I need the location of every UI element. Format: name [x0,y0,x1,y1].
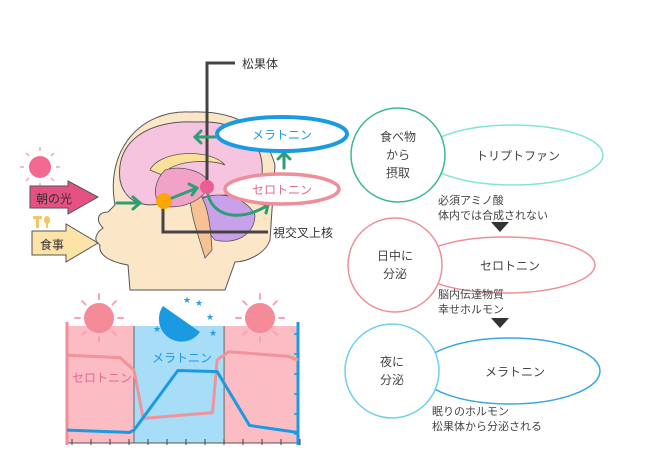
band-night [133,326,225,443]
circle-label: 日中に [377,248,413,263]
source-circle [344,323,440,419]
sun-disc [245,303,275,333]
fork-spoon-icon [33,216,50,228]
series-line-serotonin [66,350,299,420]
band-day [67,326,134,443]
sun-ray [111,330,117,336]
serotonin-series-label: セロトニン [72,371,132,385]
sun-ray [272,330,278,336]
circle-label: から [386,148,410,162]
hormone-note: 脳内伝達物質 [438,287,504,301]
hormone-name: セロトニン [480,259,540,273]
hormone-name: メラトニン [485,365,545,379]
moon-icon: ★★★★★ [153,296,217,342]
circle-label: 食べ物 [380,129,416,144]
sun-icon [235,293,285,343]
star-icon: ★ [206,313,214,323]
pineal-leader-line [205,61,235,185]
melatonin-ellipse [215,115,349,153]
circle-label: 夜に [380,354,404,369]
star-icon: ★ [209,329,217,339]
melatonin-series-label: メラトニン [152,351,212,365]
serotonin-label: セロトニン [252,183,312,197]
hormone-note: 松果体から分泌される [432,419,542,433]
meal-label: 食事 [40,237,64,252]
circle-label: 分泌 [380,373,404,387]
hormone-note: 幸せホルモン [438,303,504,316]
down-arrow-icon [491,318,509,328]
circle-label: 分泌 [383,267,407,281]
scn-label: 視交叉上核 [273,225,333,240]
serotonin-ellipse [223,172,341,206]
sun-icon [20,147,60,187]
band-day [224,326,298,443]
star-icon: ★ [195,299,203,309]
hormone-name: トリプトファン [476,149,560,163]
moon-shape [158,306,200,342]
sun-icon [74,293,124,343]
sun-ray [242,300,248,306]
star-icon: ★ [153,325,161,335]
source-circle [350,107,446,203]
morning-light-label: 朝の光 [36,192,72,206]
hormone-note: 眠りのホルモン [432,405,509,418]
sun-ray [111,300,117,306]
star-icon: ★ [183,296,191,306]
hormone-note: 体内では合成されない [438,208,548,222]
pineal-label: 松果体 [242,57,278,71]
sun-disc [84,303,114,333]
green-arrows [115,129,292,217]
sun-ray [81,330,87,336]
hormone-note: 必須アミノ酸 [438,193,504,207]
sun-ray [81,300,87,306]
scn-dot [156,193,172,209]
pineal-dot [200,180,214,194]
down-arrow-icon [491,222,509,232]
sun-ray [242,330,248,336]
scn-leader-line [161,205,268,234]
circle-label: 摂取 [386,165,410,180]
sun-ray [272,300,278,306]
meal-arrow [31,223,99,263]
melatonin-label: メラトニン [252,128,312,142]
source-circle [347,217,443,313]
series-line-melatonin [66,368,299,434]
morning-light-arrow [29,180,100,215]
